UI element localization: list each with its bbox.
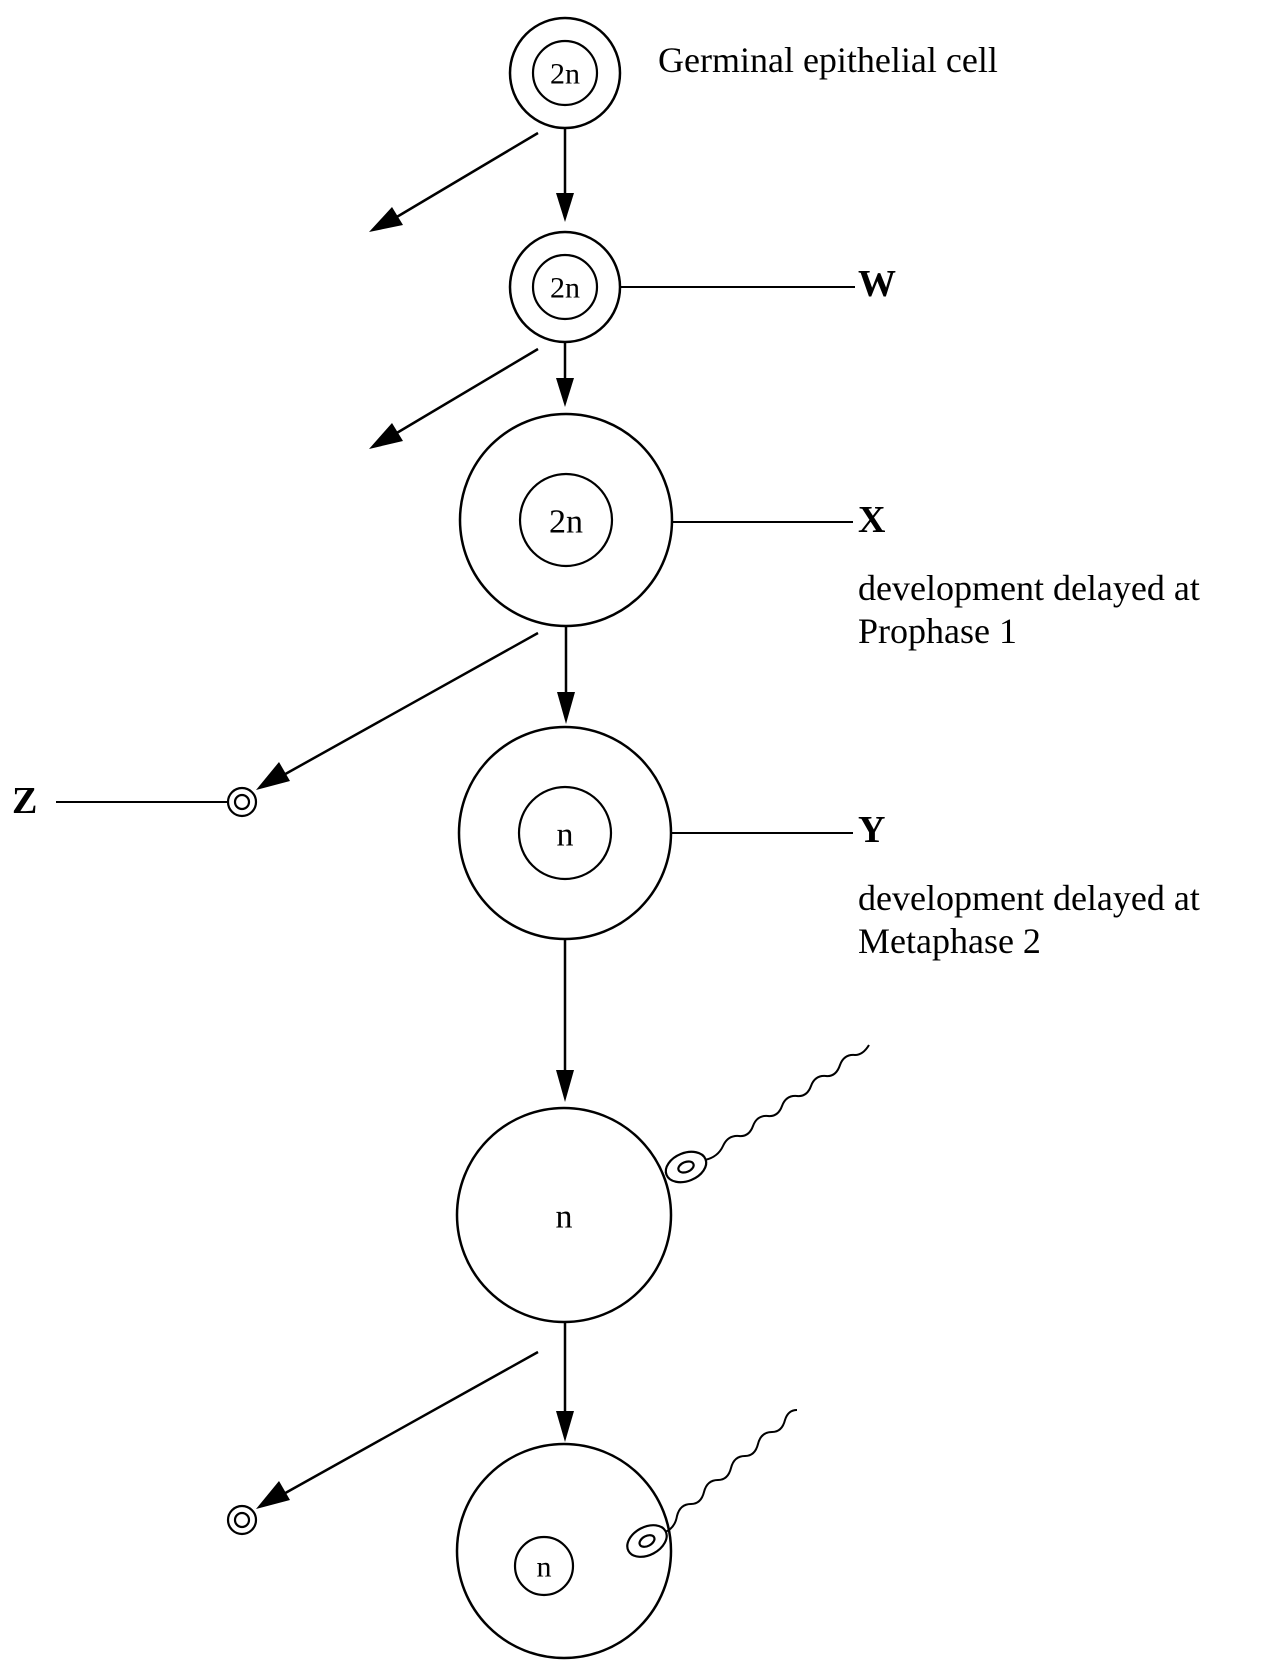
cell-w-nucleus-label: 2n <box>550 272 580 305</box>
germinal-epithelial-cell: 2n <box>508 16 622 130</box>
x-note-line2: Prophase 1 <box>858 611 1017 651</box>
label-z: Z <box>12 780 37 822</box>
arrow-side-1 <box>369 131 539 232</box>
cell-x: 2n <box>458 412 674 628</box>
cell-w: 2n <box>508 230 622 344</box>
cell-y: n <box>457 725 673 941</box>
polar-body-2 <box>226 1504 258 1536</box>
final-cell: n <box>455 1442 673 1660</box>
x-note-line1: development delayed at <box>858 568 1200 608</box>
arrow-side-3 <box>256 631 539 790</box>
fertilisation-cell: n <box>455 1106 673 1324</box>
sperm-2 <box>626 1409 798 1558</box>
germinal-nucleus-label: 2n <box>550 58 580 91</box>
cell-x-nucleus-label: 2n <box>549 504 583 541</box>
arrow-w-to-x <box>556 342 574 407</box>
arrow-x-to-y <box>557 626 575 724</box>
arrow-fertilising-to-final <box>556 1322 574 1442</box>
arrow-side-2 <box>369 347 539 449</box>
cell-y-nucleus-label: n <box>557 817 574 854</box>
polar-body-z <box>226 786 258 818</box>
arrow-y-to-fertilising <box>556 939 574 1102</box>
germinal-cell-label: Germinal epithelial cell <box>658 40 998 80</box>
label-w: W <box>858 263 896 305</box>
final-cell-nucleus-label: n <box>537 1551 552 1584</box>
label-y: Y <box>858 809 885 851</box>
arrow-side-4 <box>256 1350 539 1509</box>
arrow-germinal-to-w <box>556 128 574 222</box>
label-x: X <box>858 499 885 541</box>
fertilisation-cell-label: n <box>556 1199 573 1236</box>
sperm-1 <box>664 1044 870 1184</box>
y-note-line1: development delayed at <box>858 878 1200 918</box>
y-note-line2: Metaphase 2 <box>858 921 1041 961</box>
